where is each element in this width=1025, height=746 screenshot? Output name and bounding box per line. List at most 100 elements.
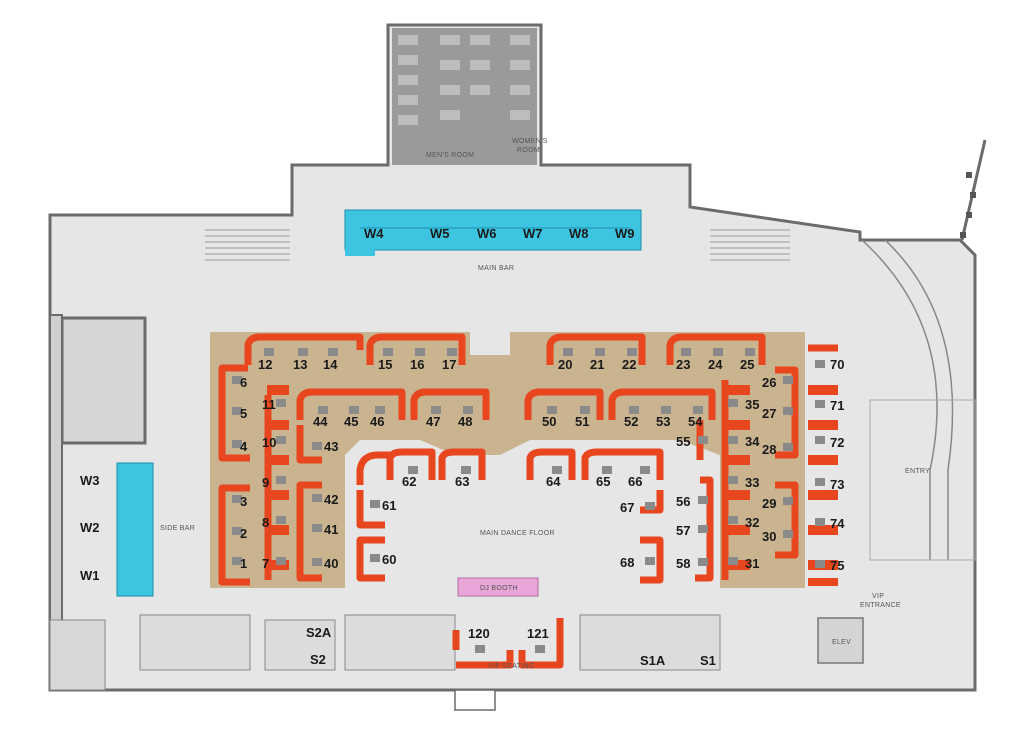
table-marker-61[interactable]: [370, 500, 380, 508]
bar-station-w5[interactable]: W5: [430, 226, 450, 241]
table-marker-9[interactable]: [276, 476, 286, 484]
table-marker-45[interactable]: [349, 406, 359, 414]
table-number-31[interactable]: 31: [745, 556, 759, 571]
service-station-s2a[interactable]: S2A: [306, 625, 332, 640]
table-marker-26[interactable]: [783, 376, 793, 384]
table-marker-67[interactable]: [645, 502, 655, 510]
table-number-67[interactable]: 67: [620, 500, 634, 515]
table-marker-63[interactable]: [461, 466, 471, 474]
table-number-33[interactable]: 33: [745, 475, 759, 490]
bar-station-w8[interactable]: W8: [569, 226, 589, 241]
table-number-25[interactable]: 25: [740, 357, 754, 372]
bar-station-w2[interactable]: W2: [80, 520, 100, 535]
table-number-52[interactable]: 52: [624, 414, 638, 429]
table-number-16[interactable]: 16: [410, 357, 424, 372]
table-marker-15[interactable]: [383, 348, 393, 356]
table-marker-52[interactable]: [629, 406, 639, 414]
bar-station-w7[interactable]: W7: [523, 226, 543, 241]
dj-booth-label[interactable]: DJ BOOTH: [480, 585, 518, 592]
table-number-44[interactable]: 44: [313, 414, 328, 429]
table-marker-66[interactable]: [640, 466, 650, 474]
table-marker-60[interactable]: [370, 554, 380, 562]
table-number-28[interactable]: 28: [762, 442, 776, 457]
table-number-63[interactable]: 63: [455, 474, 469, 489]
table-marker-53[interactable]: [661, 406, 671, 414]
table-number-29[interactable]: 29: [762, 496, 776, 511]
table-marker-29[interactable]: [783, 497, 793, 505]
table-number-30[interactable]: 30: [762, 529, 776, 544]
service-station-s1[interactable]: S1: [700, 653, 716, 668]
table-number-57[interactable]: 57: [676, 523, 690, 538]
table-number-1[interactable]: 1: [240, 556, 247, 571]
table-number-3[interactable]: 3: [240, 494, 247, 509]
table-number-72[interactable]: 72: [830, 435, 844, 450]
table-number-6[interactable]: 6: [240, 375, 247, 390]
table-marker-42[interactable]: [312, 494, 322, 502]
table-number-12[interactable]: 12: [258, 357, 272, 372]
table-number-120[interactable]: 120: [468, 626, 490, 641]
table-number-24[interactable]: 24: [708, 357, 723, 372]
table-number-35[interactable]: 35: [745, 397, 759, 412]
table-marker-50[interactable]: [547, 406, 557, 414]
table-marker-70[interactable]: [815, 360, 825, 368]
table-marker-24[interactable]: [713, 348, 723, 356]
table-marker-65[interactable]: [602, 466, 612, 474]
table-number-64[interactable]: 64: [546, 474, 561, 489]
table-number-48[interactable]: 48: [458, 414, 472, 429]
table-number-121[interactable]: 121: [527, 626, 549, 641]
table-number-61[interactable]: 61: [382, 498, 396, 513]
table-marker-32[interactable]: [728, 516, 738, 524]
table-marker-20[interactable]: [563, 348, 573, 356]
table-marker-1[interactable]: [232, 557, 242, 565]
table-number-34[interactable]: 34: [745, 434, 760, 449]
table-marker-35[interactable]: [728, 399, 738, 407]
table-marker-68[interactable]: [645, 557, 655, 565]
table-marker-34[interactable]: [728, 436, 738, 444]
table-number-11[interactable]: 11: [262, 397, 276, 412]
table-marker-44[interactable]: [318, 406, 328, 414]
table-marker-11[interactable]: [276, 399, 286, 407]
table-number-53[interactable]: 53: [656, 414, 670, 429]
table-number-2[interactable]: 2: [240, 526, 247, 541]
table-number-10[interactable]: 10: [262, 435, 276, 450]
table-marker-58[interactable]: [698, 558, 708, 566]
table-marker-12[interactable]: [264, 348, 274, 356]
table-marker-73[interactable]: [815, 478, 825, 486]
bar-station-w9[interactable]: W9: [615, 226, 635, 241]
table-marker-64[interactable]: [552, 466, 562, 474]
bar-station-w6[interactable]: W6: [477, 226, 497, 241]
table-number-27[interactable]: 27: [762, 406, 776, 421]
table-number-7[interactable]: 7: [262, 556, 269, 571]
table-marker-23[interactable]: [681, 348, 691, 356]
table-marker-3[interactable]: [232, 495, 242, 503]
table-number-20[interactable]: 20: [558, 357, 572, 372]
table-number-32[interactable]: 32: [745, 515, 759, 530]
table-number-4[interactable]: 4: [240, 439, 248, 454]
table-marker-27[interactable]: [783, 407, 793, 415]
table-marker-22[interactable]: [627, 348, 637, 356]
table-marker-120[interactable]: [475, 645, 485, 653]
table-number-43[interactable]: 43: [324, 439, 338, 454]
table-marker-51[interactable]: [580, 406, 590, 414]
table-marker-75[interactable]: [815, 560, 825, 568]
table-number-22[interactable]: 22: [622, 357, 636, 372]
table-marker-7[interactable]: [276, 557, 286, 565]
table-marker-31[interactable]: [728, 557, 738, 565]
table-marker-6[interactable]: [232, 376, 242, 384]
table-number-47[interactable]: 47: [426, 414, 440, 429]
table-marker-41[interactable]: [312, 524, 322, 532]
table-number-26[interactable]: 26: [762, 375, 776, 390]
table-marker-48[interactable]: [463, 406, 473, 414]
table-marker-4[interactable]: [232, 440, 242, 448]
table-marker-5[interactable]: [232, 407, 242, 415]
table-number-62[interactable]: 62: [402, 474, 416, 489]
table-number-5[interactable]: 5: [240, 406, 247, 421]
table-marker-47[interactable]: [431, 406, 441, 414]
table-number-51[interactable]: 51: [575, 414, 589, 429]
table-marker-57[interactable]: [698, 525, 708, 533]
table-number-55[interactable]: 55: [676, 434, 690, 449]
table-marker-56[interactable]: [698, 496, 708, 504]
table-number-68[interactable]: 68: [620, 555, 634, 570]
table-marker-54[interactable]: [693, 406, 703, 414]
table-marker-17[interactable]: [447, 348, 457, 356]
